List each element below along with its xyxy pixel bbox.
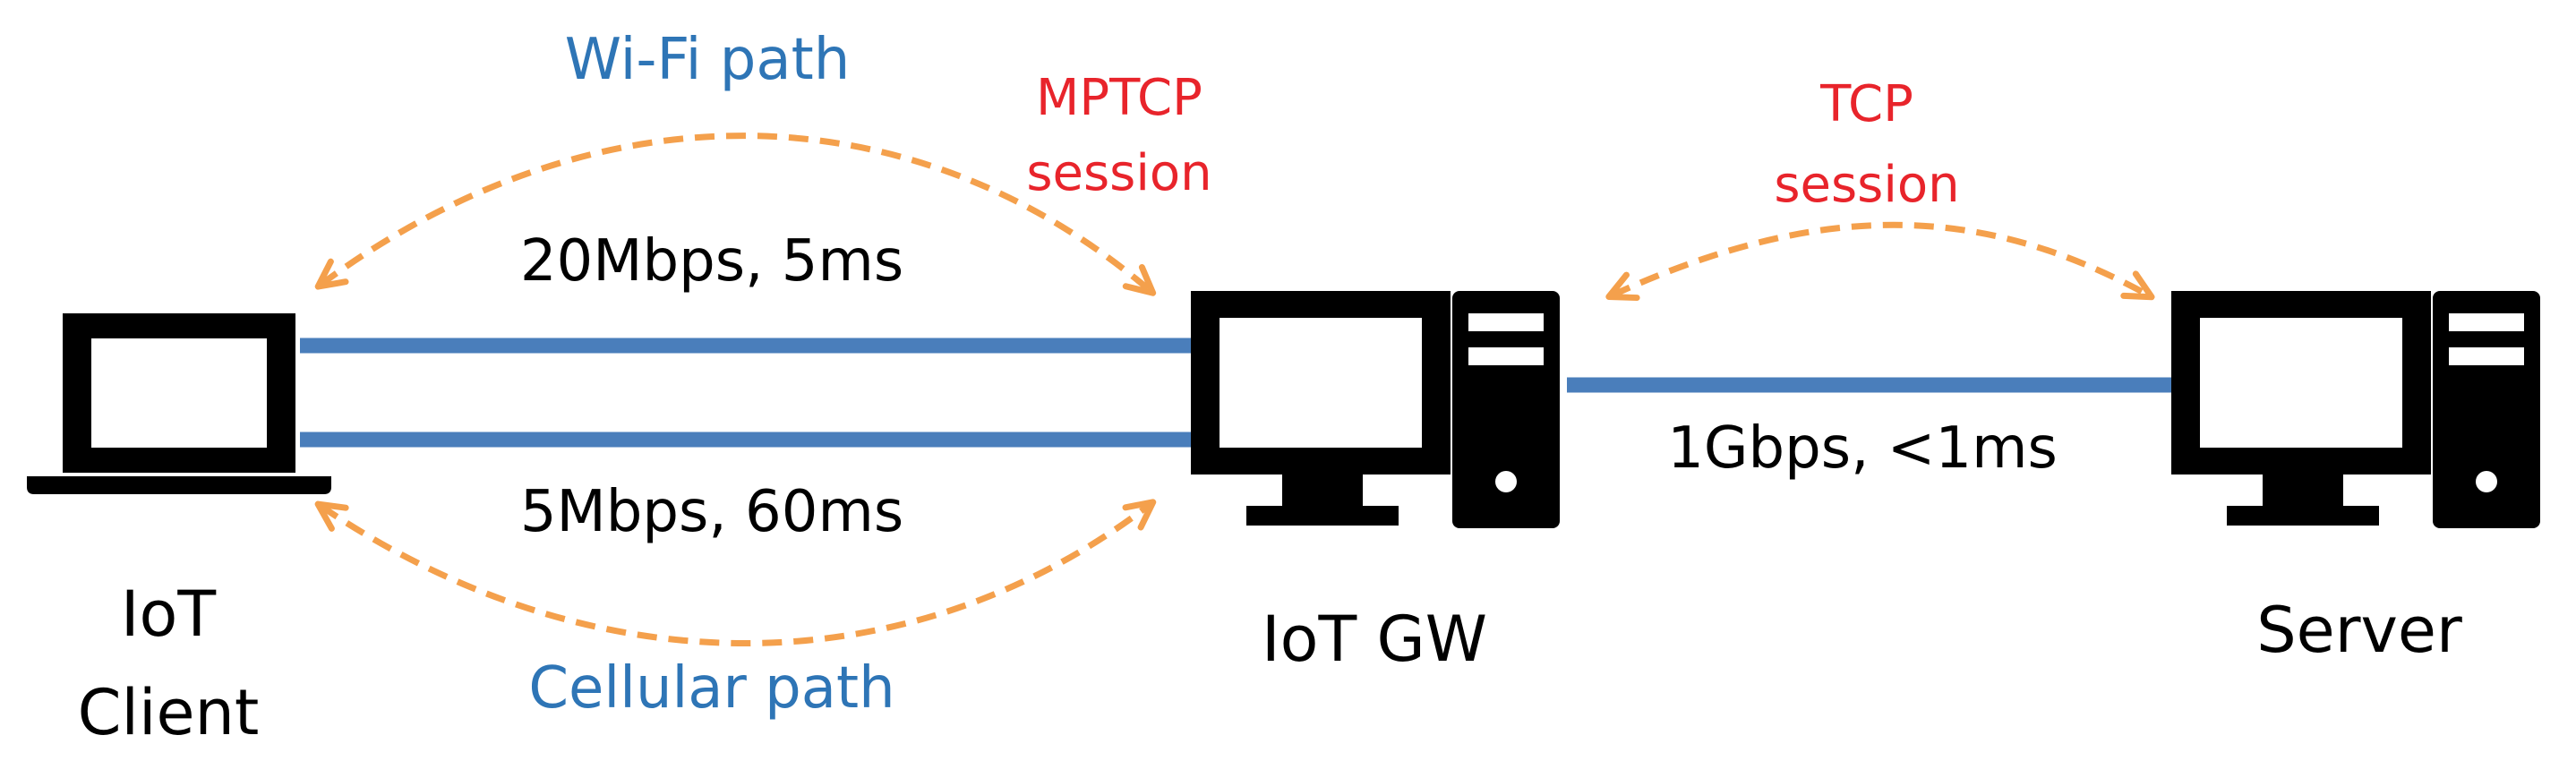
backhaul-rate-label: 1Gbps, <1ms bbox=[1667, 415, 2058, 482]
mptcp-session-label-line1: MPTCP bbox=[1036, 69, 1202, 127]
mptcp-session-label-line2: session bbox=[1026, 144, 1211, 202]
gateway-label: IoT GW bbox=[1262, 603, 1487, 676]
cellular-path-label: Cellular path bbox=[528, 655, 894, 722]
pc-tower-icon bbox=[2433, 291, 2540, 528]
cellular-rate-label: 5Mbps, 60ms bbox=[520, 479, 903, 545]
wifi-rate-label: 20Mbps, 5ms bbox=[520, 228, 903, 295]
client-label-line2: Client bbox=[78, 676, 260, 749]
monitor-icon bbox=[1191, 291, 1451, 526]
wifi-path-label: Wi-Fi path bbox=[565, 27, 851, 93]
pc-tower-icon bbox=[1452, 291, 1560, 528]
tcp-session-arrow bbox=[1605, 221, 2155, 302]
wifi-session-arrow bbox=[314, 133, 1157, 296]
client-label-line1: IoT bbox=[121, 577, 216, 651]
tcp-session-label-line2: session bbox=[1774, 156, 1959, 214]
monitor-icon bbox=[2171, 291, 2431, 526]
cellular-session-arrow bbox=[314, 499, 1157, 646]
tcp-session-label-line1: TCP bbox=[1819, 75, 1913, 133]
laptop-icon bbox=[27, 313, 331, 494]
server-label: Server bbox=[2256, 594, 2462, 667]
